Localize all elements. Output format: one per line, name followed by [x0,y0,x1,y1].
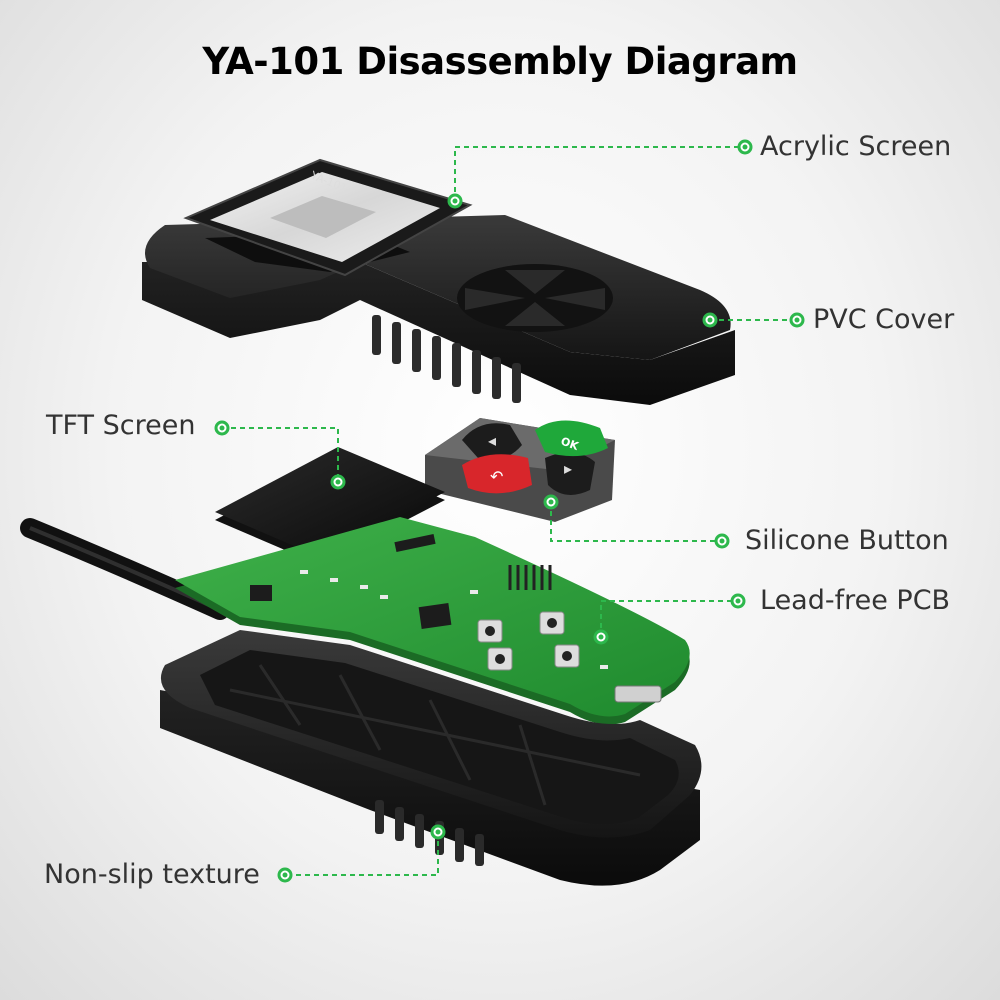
acrylic-screen: YA-101 [183,158,473,277]
back-case [160,630,702,886]
right-arrow-icon: ▸ [564,459,572,478]
label-silicone-button: Silicone Button [745,525,949,556]
lead-free-pcb [175,517,690,725]
leader-lead-free-pcb [600,600,738,637]
page-title: YA-101 Disassembly Diagram [202,40,798,83]
label-acrylic-screen: Acrylic Screen [760,131,952,162]
up-arrow-icon: ◂ [488,431,496,450]
back-key [462,454,532,494]
callout-leaders [222,146,797,876]
label-non-slip-texture: Non-slip texture [44,859,260,890]
label-tft-screen: TFT Screen [46,410,196,441]
key-right [545,452,595,495]
pvc-cover [142,215,735,405]
tft-screen [215,447,445,565]
key-up [462,423,522,460]
label-lead-free-pcb: Lead-free PCB [760,585,951,616]
ok-key-label: OK [559,435,581,453]
leader-tft-screen [222,427,339,482]
ok-key [535,420,608,457]
back-arrow-icon: ↶ [490,467,503,486]
leader-non-slip-texture [285,832,439,876]
leader-silicone-button [550,502,722,542]
label-pvc-cover: PVC Cover [813,304,955,335]
leader-acrylic-screen [454,146,745,201]
cable [20,518,230,620]
callout-dots [214,139,805,883]
silicone-button: ◂ ▸ OK ↶ [425,418,615,522]
